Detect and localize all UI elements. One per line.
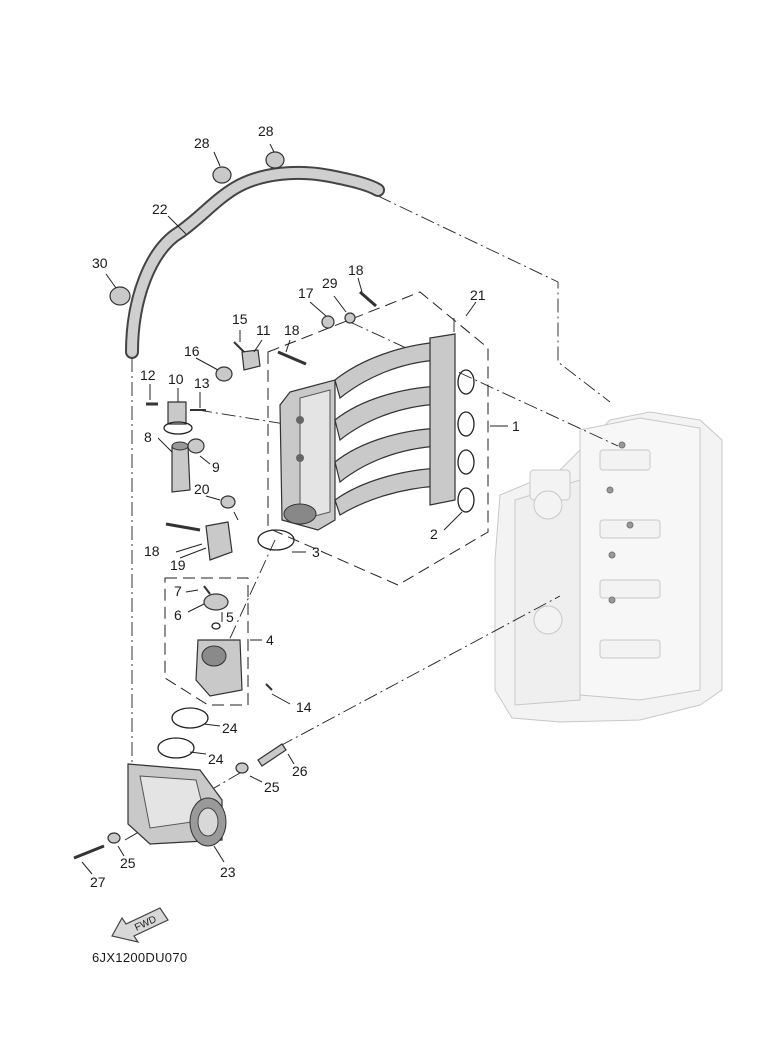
callout-18-b: 18 bbox=[284, 322, 300, 338]
breather-hose bbox=[125, 165, 385, 359]
manifold-gaskets bbox=[457, 369, 475, 513]
callout-26: 26 bbox=[292, 763, 308, 779]
stud-bolt bbox=[257, 743, 287, 767]
callout-5: 5 bbox=[226, 609, 234, 625]
throttle-body bbox=[127, 763, 227, 847]
leader-lines bbox=[81, 143, 508, 875]
callout-25-a: 25 bbox=[264, 779, 280, 795]
callout-30: 30 bbox=[92, 255, 108, 271]
hose-clamp bbox=[265, 151, 285, 169]
callout-16: 16 bbox=[184, 343, 200, 359]
collar bbox=[235, 762, 249, 774]
callout-2: 2 bbox=[430, 526, 438, 542]
diagram-code: 6JX1200DU070 bbox=[92, 950, 188, 965]
callout-19: 19 bbox=[170, 557, 186, 573]
group-box-throttle bbox=[164, 577, 249, 706]
callout-8: 8 bbox=[144, 429, 152, 445]
callout-28-a: 28 bbox=[194, 135, 210, 151]
callout-17: 17 bbox=[298, 285, 314, 301]
callout-12: 12 bbox=[140, 367, 156, 383]
o-ring bbox=[157, 737, 195, 759]
callout-22: 22 bbox=[152, 201, 168, 217]
group-box-manifold bbox=[267, 291, 489, 586]
o-ring bbox=[257, 529, 295, 551]
bolt bbox=[73, 844, 105, 860]
callout-13: 13 bbox=[194, 375, 210, 391]
callout-29: 29 bbox=[322, 275, 338, 291]
callout-10: 10 bbox=[168, 371, 184, 387]
o-ring bbox=[171, 707, 209, 729]
fwd-arrow-icon: FWD bbox=[111, 907, 169, 943]
callout-24-b: 24 bbox=[208, 751, 224, 767]
throttle-assembly bbox=[195, 585, 273, 697]
collar bbox=[107, 832, 121, 844]
hose-clamp bbox=[109, 286, 131, 306]
callout-7: 7 bbox=[174, 583, 182, 599]
callout-21: 21 bbox=[470, 287, 486, 303]
callout-25-b: 25 bbox=[120, 855, 136, 871]
callout-24-a: 24 bbox=[222, 720, 238, 736]
callout-labels: 1 2 3 4 5 6 7 8 9 10 11 12 13 14 15 16 1… bbox=[90, 123, 520, 890]
callout-18-c: 18 bbox=[144, 543, 160, 559]
callout-23: 23 bbox=[220, 864, 236, 880]
callout-14: 14 bbox=[296, 699, 312, 715]
intake-manifold bbox=[279, 333, 456, 531]
small-parts bbox=[146, 290, 377, 561]
callout-11: 11 bbox=[256, 322, 271, 338]
callout-9: 9 bbox=[212, 459, 220, 475]
fwd-arrow: FWD bbox=[108, 904, 174, 944]
callout-18-a: 18 bbox=[348, 262, 364, 278]
callout-3: 3 bbox=[312, 544, 320, 560]
callout-20: 20 bbox=[194, 481, 210, 497]
engine-block-ghost bbox=[494, 411, 723, 723]
callout-28-b: 28 bbox=[258, 123, 274, 139]
hose-clamp bbox=[212, 166, 232, 184]
callout-1: 1 bbox=[512, 418, 520, 434]
callout-6: 6 bbox=[174, 607, 182, 623]
callout-15: 15 bbox=[232, 311, 248, 327]
callout-27: 27 bbox=[90, 874, 106, 890]
callout-4: 4 bbox=[266, 632, 274, 648]
